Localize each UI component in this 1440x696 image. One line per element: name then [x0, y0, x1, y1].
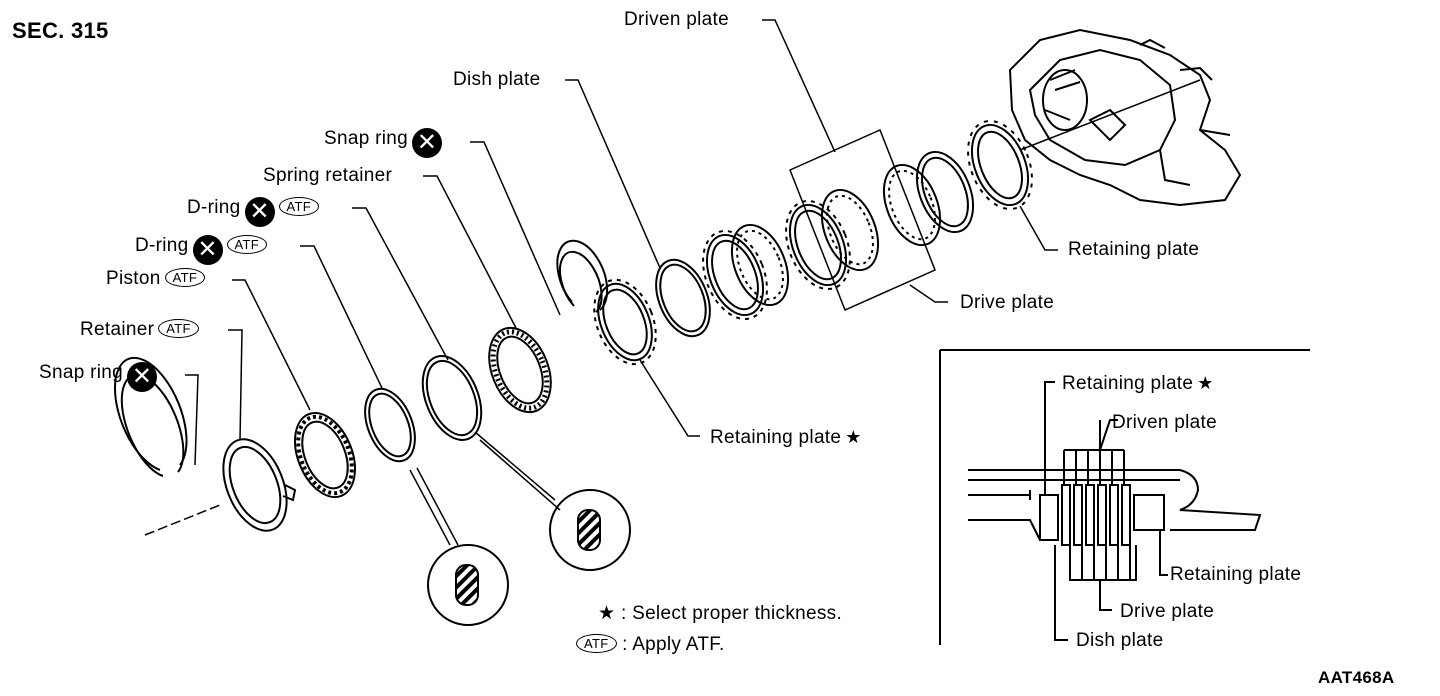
retaining-plate-right-part: [967, 119, 1033, 211]
section-title: SEC. 315: [12, 18, 109, 43]
inset-label-dish-plate: Dish plate: [1076, 630, 1164, 651]
retaining-plate-star-part: [593, 278, 657, 366]
atf-badge: ATF: [164, 268, 206, 287]
inset-label-driven-plate: Driven plate: [1112, 412, 1217, 433]
inset-cross-section: [939, 349, 1310, 645]
label-spring-retainer: Spring retainer: [263, 165, 393, 186]
legend-star: ★ : Select proper thickness.: [598, 603, 842, 625]
x-circle-icon: ✕: [127, 362, 158, 392]
dish-plate-part: [655, 258, 711, 338]
legend-atf-text: : Apply ATF.: [622, 634, 725, 655]
figure-code: AAT468A: [1318, 668, 1395, 687]
retainer-part: [222, 438, 297, 532]
inset-label-retaining-plate: Retaining plate: [1170, 564, 1302, 585]
label-retaining-plate-star: Retaining plate★: [710, 426, 862, 449]
inset-label-retaining-plate-star: Retaining plate★: [1062, 372, 1214, 395]
ring-section-detail-2: [427, 544, 509, 626]
label-snap-ring-top-text: Snap ring: [324, 128, 409, 149]
transmission-case: [1008, 28, 1242, 207]
atf-badge: ATF: [278, 197, 320, 216]
ring-section-detail-1: [549, 489, 631, 571]
star-icon: ★: [845, 427, 862, 447]
label-snap-ring-bottom-text: Snap ring: [39, 362, 124, 383]
label-retaining-plate-right: Retaining plate: [1068, 239, 1200, 260]
label-dish-plate: Dish plate: [453, 69, 541, 90]
atf-badge: ATF: [226, 235, 268, 254]
atf-badge: ATF: [576, 634, 617, 653]
piston-part: [294, 411, 356, 499]
label-d-ring-2-text: D-ring: [135, 235, 189, 256]
label-retainer-text: Retainer: [80, 319, 155, 340]
legend-atf: ATF : Apply ATF.: [576, 634, 725, 656]
star-icon: ★: [1197, 373, 1214, 393]
label-d-ring-1-text: D-ring: [187, 197, 241, 218]
inset-label-retaining-plate-star-text: Retaining plate: [1062, 373, 1194, 394]
label-retaining-plate-star-text: Retaining plate: [710, 427, 842, 448]
label-piston-text: Piston: [106, 268, 161, 289]
x-circle-icon: ✕: [244, 197, 275, 227]
x-circle-icon: ✕: [412, 128, 443, 158]
d-ring-small-part: [364, 387, 416, 463]
d-ring-large-part: [421, 355, 483, 441]
label-snap-ring-top: Snap ring✕: [324, 128, 443, 158]
driven-drive-plates: [702, 150, 975, 321]
inset-label-drive-plate: Drive plate: [1120, 601, 1215, 622]
label-driven-plate: Driven plate: [624, 9, 729, 30]
spring-retainer-part: [488, 326, 552, 414]
label-d-ring-2: D-ring✕ATF: [135, 235, 268, 265]
label-drive-plate: Drive plate: [960, 292, 1055, 313]
legend-star-symbol: ★: [598, 603, 616, 624]
x-circle-icon: ✕: [192, 235, 223, 265]
legend-star-text: : Select proper thickness.: [620, 603, 843, 624]
label-d-ring-1: D-ring✕ATF: [187, 197, 320, 227]
snap-ring-top-part: [556, 239, 609, 313]
atf-badge: ATF: [158, 319, 199, 338]
label-snap-ring-bottom: Snap ring✕: [39, 362, 158, 392]
